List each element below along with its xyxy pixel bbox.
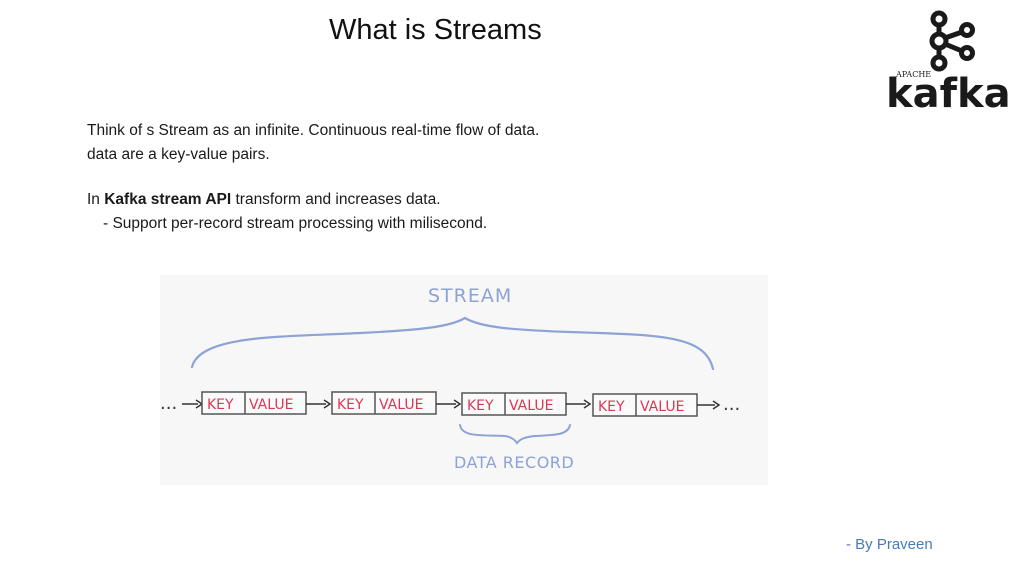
kafka-api-bold: Kafka stream API (104, 191, 232, 208)
data-record-2: KEY VALUE (331, 391, 437, 415)
data-record-1: KEY VALUE (201, 391, 307, 415)
record-1-key: KEY (207, 397, 234, 413)
record-1-value: VALUE (249, 397, 293, 413)
stream-brace (190, 316, 715, 371)
data-record-4: KEY VALUE (592, 393, 698, 417)
kafka-api-prefix: In (87, 191, 105, 208)
ellipsis-right: ... (723, 394, 740, 415)
record-2-value: VALUE (379, 397, 423, 413)
stream-label: STREAM (428, 285, 512, 307)
kafka-api-suffix: transform and increases data. (231, 191, 441, 208)
record-2-key: KEY (337, 397, 364, 413)
data-record-3: KEY VALUE (461, 392, 567, 416)
record-3-value: VALUE (509, 398, 553, 414)
record-3-key: KEY (467, 398, 494, 414)
kafka-logo: APACHE kafka (884, 8, 1016, 117)
stream-diagram-svg: STREAM ... KEY VALUE KEY VALUE KEY VALU (160, 285, 740, 472)
kafka-api-line: In Kafka stream API transform and increa… (87, 188, 687, 212)
data-record-label: DATA RECORD (454, 453, 574, 472)
record-4-value: VALUE (640, 399, 684, 415)
kafka-logo-icon: APACHE kafka (886, 10, 1011, 117)
author-credit: - By Praveen (846, 536, 933, 553)
logo-apache-text: APACHE (895, 70, 931, 79)
intro-line-1: Think of s Stream as an infinite. Contin… (87, 122, 540, 139)
logo-brand-text: kafka (886, 71, 1011, 112)
stream-diagram: STREAM ... KEY VALUE KEY VALUE KEY VALU (160, 275, 768, 485)
intro-line-2: data are a key-value pairs. (87, 146, 270, 163)
kafka-api-bullet: - Support per-record stream processing w… (103, 215, 488, 232)
slide-body: Think of s Stream as an infinite. Contin… (87, 119, 687, 236)
ellipsis-left: ... (160, 393, 177, 414)
record-brace (459, 424, 571, 445)
slide-title: What is Streams (329, 14, 542, 46)
record-4-key: KEY (598, 399, 625, 415)
